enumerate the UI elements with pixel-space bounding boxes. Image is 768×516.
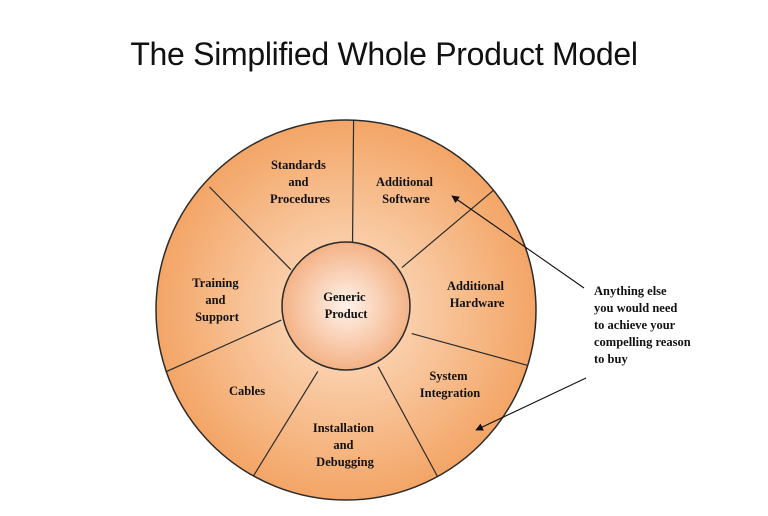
annotation-line: you would need bbox=[594, 301, 677, 315]
annotation-line: compelling reason bbox=[594, 335, 691, 349]
segment-training-label: Training and Support bbox=[192, 276, 241, 324]
segment-additional-hardware-label: Additional Hardware bbox=[447, 279, 507, 310]
annotation-line: to buy bbox=[594, 352, 628, 366]
center-label: Generic Product bbox=[323, 290, 368, 321]
segment-label-line: Installation bbox=[313, 421, 374, 435]
divider-line bbox=[351, 120, 355, 247]
segment-dividers bbox=[166, 120, 528, 477]
segment-label-line: Additional bbox=[447, 279, 504, 293]
segment-label-line: and bbox=[333, 438, 353, 452]
segment-label-line: and bbox=[205, 293, 225, 307]
segment-label-line: Cables bbox=[229, 384, 265, 398]
segment-label-line: and bbox=[288, 175, 308, 189]
segment-label-line: Additional bbox=[376, 175, 433, 189]
segment-label-line: Standards bbox=[271, 158, 326, 172]
segment-label-line: Hardware bbox=[450, 296, 505, 310]
segment-label-line: Procedures bbox=[270, 192, 330, 206]
annotation-arrows bbox=[451, 195, 587, 431]
segment-label-line: Training bbox=[192, 276, 239, 290]
annotation-text: Anything else you would need to achieve … bbox=[594, 284, 694, 366]
center-label-line: Generic bbox=[323, 290, 366, 304]
diagram-title: The Simplified Whole Product Model bbox=[130, 36, 638, 72]
segment-cables-label: Cables bbox=[229, 384, 265, 398]
divider-line bbox=[377, 366, 439, 477]
segment-system-integration-label: System Integration bbox=[420, 369, 480, 400]
divider-line bbox=[209, 186, 292, 271]
arrow-to-software bbox=[451, 195, 585, 289]
divider-line bbox=[411, 333, 528, 366]
divider-line bbox=[166, 319, 282, 372]
segment-label-line: System bbox=[429, 369, 468, 383]
arrow-to-integration bbox=[475, 377, 587, 431]
segment-installation-label: Installation and Debugging bbox=[313, 421, 377, 469]
segment-additional-software-label: Additional Software bbox=[376, 175, 436, 206]
segment-label-line: Support bbox=[195, 310, 240, 324]
divider-line bbox=[401, 189, 494, 269]
annotation-line: Anything else bbox=[594, 284, 667, 298]
segment-label-line: Debugging bbox=[316, 455, 374, 469]
segment-standards-label: Standards and Procedures bbox=[270, 158, 330, 206]
segment-label-line: Integration bbox=[420, 386, 480, 400]
center-label-line: Product bbox=[325, 307, 369, 321]
annotation-line: to achieve your bbox=[594, 318, 676, 332]
generic-product-circle bbox=[281, 241, 411, 371]
segment-label-line: Software bbox=[382, 192, 430, 206]
divider-line bbox=[252, 371, 319, 477]
